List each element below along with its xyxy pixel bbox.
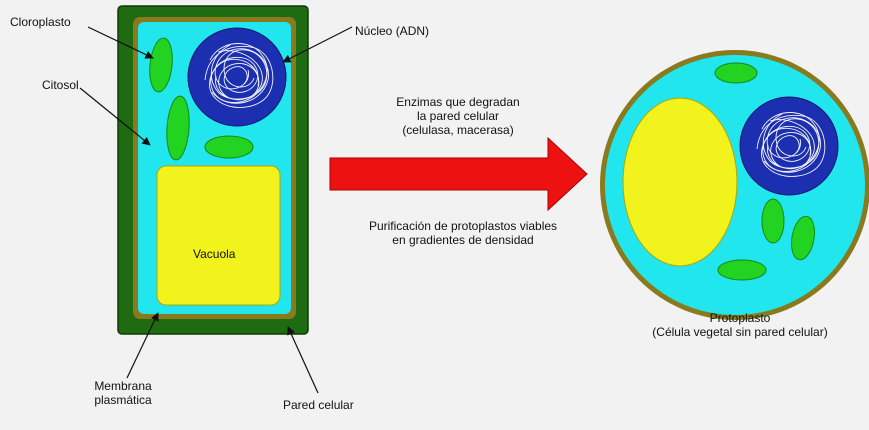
purification-label-line1: Purificación de protoplastos viables xyxy=(368,219,558,233)
protoplast-chloroplast xyxy=(714,62,758,84)
protoplast xyxy=(600,50,869,320)
cytosol-pointer xyxy=(79,87,151,146)
enzymes-label-line2: la pared celular xyxy=(416,109,500,123)
protoplast-nucleus xyxy=(739,96,839,196)
nucleus xyxy=(187,27,287,127)
chloroplast-label: Cloroplasto xyxy=(10,15,71,29)
vacuole-label: Vacuola xyxy=(193,247,236,261)
plant-cell xyxy=(117,5,309,335)
protoplast-label: Protoplasto (Célula vegetal sin pared ce… xyxy=(640,311,840,339)
protoplast-chloroplast xyxy=(761,198,785,244)
enzymes-label-line1: Enzimas que degradan xyxy=(396,95,520,109)
cell-wall-pointer xyxy=(287,326,319,394)
process-arrow xyxy=(329,136,588,212)
cell-wall-label: Pared celular xyxy=(283,398,354,412)
enzymes-label-line3: (celulasa, macerasa) xyxy=(402,123,514,137)
cytosol-label: Citosol xyxy=(42,78,79,92)
leader-lines xyxy=(79,26,353,394)
protoplast-label-line2: (Célula vegetal sin pared celular) xyxy=(652,325,828,339)
vacuole xyxy=(156,165,281,306)
enzymes-label: Enzimas que degradan la pared celular (c… xyxy=(368,95,548,137)
nucleus-pointer xyxy=(282,26,353,63)
protoplast-chloroplast xyxy=(791,215,815,261)
dna-strands xyxy=(204,43,274,108)
chloroplast-pointer xyxy=(87,26,154,59)
protoplast-vacuole xyxy=(622,97,738,267)
dna-strands xyxy=(756,112,826,177)
chloroplast xyxy=(166,95,190,161)
plasma-membrane-label-line1: Membrana xyxy=(94,379,152,393)
purification-label-line2: en gradientes de densidad xyxy=(392,233,534,247)
purification-label: Purificación de protoplastos viables en … xyxy=(338,219,588,247)
plasma-membrane-label: Membrana plasmática xyxy=(88,379,158,407)
chloroplast xyxy=(149,37,173,93)
plasma-membrane-label-line2: plasmática xyxy=(94,393,152,407)
nucleus-label: Núcleo (ADN) xyxy=(355,24,430,38)
protoplast-chloroplast xyxy=(717,259,767,281)
chloroplast xyxy=(204,135,254,159)
membrane-pointer xyxy=(126,312,159,379)
protoplast-label-line1: Protoplasto xyxy=(709,311,771,325)
